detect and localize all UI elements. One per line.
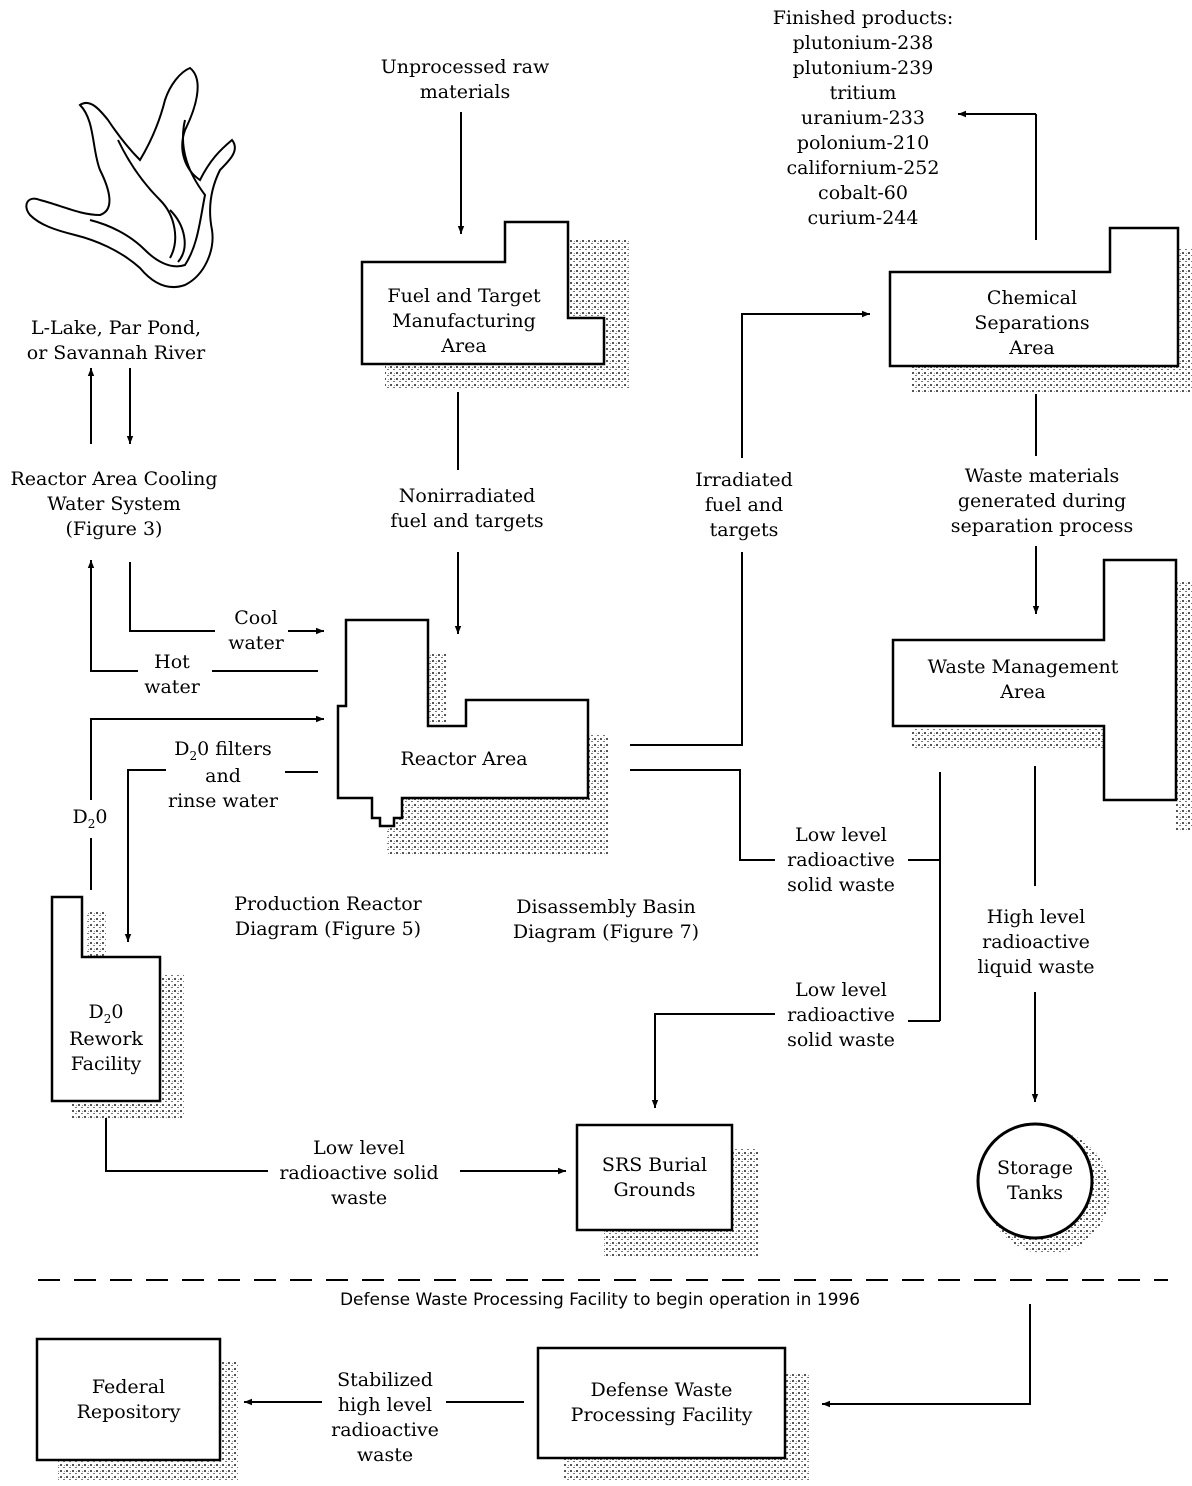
raw-materials-label: Unprocessed raw materials: [380, 56, 550, 103]
arrow-d2o-to-reactor: [90, 715, 324, 800]
lake-label: L-Lake, Par Pond, or Savannah River: [26, 317, 206, 364]
arrow-hot-water-to-cooling: [87, 560, 138, 672]
stabilized-waste-label: Stabilized high level radioactive waste: [331, 1369, 439, 1466]
product-item: plutonium-238: [792, 32, 934, 54]
federal-box: [35, 1337, 222, 1462]
srs-burial-grounds-label: SRS Burial Grounds: [601, 1153, 708, 1201]
product-item: californium-252: [786, 157, 940, 179]
arrow-filters-to-rework: [124, 769, 166, 942]
cooling-system-label: Reactor Area Cooling Water System (Figur…: [10, 468, 218, 540]
arrow-lowlevel-2-to-burial: [651, 1013, 775, 1108]
reactor-area-shadow-side: [586, 735, 608, 830]
reactor-area-shadow: [386, 795, 608, 855]
disassembly-basin-label: Disassembly Basin Diagram (Figure 7): [512, 896, 700, 943]
fuel-area-label: Fuel and Target Manufacturing Area: [387, 284, 541, 357]
storage-tanks-label: Storage Tanks: [997, 1157, 1073, 1204]
dwpf-box: [536, 1346, 787, 1460]
storage-tank: [976, 1122, 1094, 1240]
rework-shadow-side: [160, 975, 184, 1118]
waste-area-shadow: [912, 728, 1120, 750]
product-item: cobalt-60: [818, 182, 908, 204]
finished-products-label: Finished products: plutonium-238 plutoni…: [765, 6, 961, 231]
arrow-irradiated-to-chem: [741, 310, 870, 458]
arrow-dwpf-note-to-dwpf: [822, 1304, 1031, 1408]
product-item: tritium: [829, 82, 897, 104]
waste-mgmt-label: Waste Management Area: [927, 656, 1119, 703]
waste-area-shadow-side: [1176, 580, 1192, 830]
line-cooling-to-cool-water: [129, 562, 215, 632]
waste-area-building: [891, 558, 1178, 802]
rework-shadow-notch: [86, 912, 106, 957]
low-level-solid-waste-1-label: Low level radioactive solid waste: [787, 824, 895, 896]
d2o-label: D20: [72, 806, 108, 831]
low-level-solid-waste-3-label: Low level radioactive solid waste: [279, 1137, 439, 1209]
waste-generated-label: Waste materials generated during separat…: [950, 465, 1134, 537]
rework-building: [50, 895, 162, 1103]
product-item: polonium-210: [796, 132, 930, 154]
connector-lines: [87, 110, 1040, 1408]
high-level-liquid-waste-label: High level radioactive liquid waste: [977, 906, 1095, 978]
hot-water-label: Hot water: [144, 651, 200, 698]
lake-outline-icon: [25, 66, 236, 288]
fuel-area-shadow-side: [570, 240, 629, 390]
rework-shadow: [72, 1100, 184, 1118]
chem-area-label: Chemical Separations Area: [974, 286, 1090, 359]
federal-shadow-side: [220, 1360, 238, 1482]
dwpf-note-label: Defense Waste Processing Facility to beg…: [339, 1290, 861, 1310]
reactor-area-building: [336, 618, 590, 828]
d2o-filters-label: D20 filters and rinse water: [168, 738, 278, 812]
product-item: uranium-233: [801, 107, 925, 129]
dwpf-shadow-side: [785, 1372, 809, 1482]
line-reactor-to-irradiated: [630, 552, 743, 746]
federal-shadow: [58, 1460, 238, 1482]
federal-repository-label: Federal Repository: [76, 1375, 181, 1423]
product-item: plutonium-239: [792, 57, 934, 79]
reactor-area-label: Reactor Area: [400, 748, 528, 770]
cool-water-label: Cool water: [228, 607, 284, 654]
burial-box: [575, 1123, 734, 1232]
fuel-area-building: [360, 220, 606, 366]
finished-products-heading: Finished products:: [772, 7, 954, 29]
irradiated-label: Irradiated fuel and targets: [695, 469, 793, 541]
low-level-solid-waste-2-label: Low level radioactive solid waste: [787, 979, 895, 1051]
dwpf-label: Defense Waste Processing Facility: [570, 1379, 753, 1426]
line-reactor-to-lowlevel: [630, 769, 775, 861]
burial-shadow-side: [732, 1148, 758, 1256]
chem-area-building: [888, 226, 1180, 368]
rework-facility-label: D20 Rework Facility: [69, 1000, 143, 1075]
product-item: curium-244: [807, 207, 919, 229]
line-rework-to-lowlevel: [105, 1118, 268, 1172]
production-reactor-label: Production Reactor Diagram (Figure 5): [234, 893, 422, 940]
nonirradiated-label: Nonirradiated fuel and targets: [390, 485, 544, 532]
reactor-area-shadow-top: [429, 652, 447, 722]
dwpf-shadow: [564, 1458, 809, 1482]
